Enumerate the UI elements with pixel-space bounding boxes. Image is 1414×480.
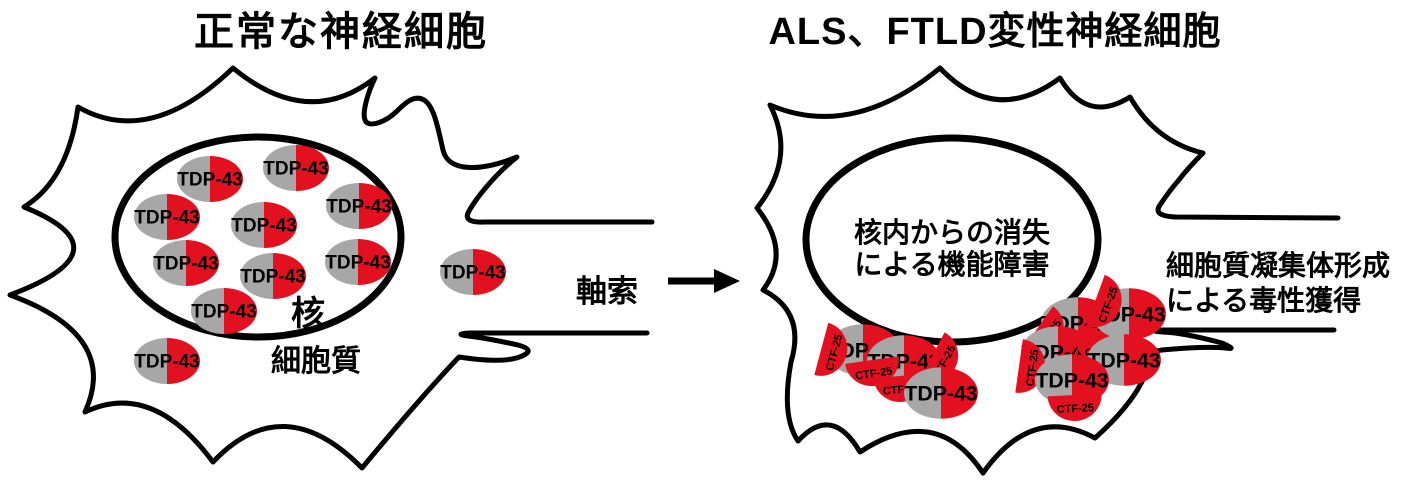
axon-proteins: TDP-43 [440, 249, 506, 295]
axon-label: 軸索 [576, 274, 638, 309]
aggregate-note-line1: 細胞質凝集体形成 [1166, 249, 1390, 281]
right-nucleus-text-line1: 核内からの消失 [854, 217, 1051, 248]
cytoplasm-label: 細胞質 [271, 345, 361, 378]
aggregate-annotation: 細胞質凝集体形成 による毒性獲得 [1166, 249, 1390, 316]
tdp43-protein-label: TDP-43 [191, 302, 256, 323]
left-cytoplasm-proteins: TDP-43 [134, 338, 200, 384]
tdp43-protein-label: TDP-43 [240, 267, 305, 288]
axon-region: TDP-43 軸索 [440, 249, 638, 309]
ctf25-fragment: CTF-25 [814, 322, 848, 376]
nucleus-label: 核 [291, 295, 325, 333]
aggregate-note-line2: による毒性獲得 [1166, 285, 1361, 316]
tdp43-protein-label: TDP-43 [177, 170, 242, 191]
right-title: ALS、FTLD変性神経細胞 [768, 10, 1221, 53]
tdp43-protein: TDP-43 [134, 194, 200, 240]
ctf25-fragment: CTF-25 [1086, 274, 1122, 328]
transition-arrow [668, 269, 740, 293]
tdp43-protein: TDP-43 [134, 338, 200, 384]
tdp43-protein-label: TDP-43 [326, 197, 391, 218]
tdp43-protein-label: TDP-43 [1035, 368, 1108, 392]
tdp43-protein: TDP-43 [177, 156, 243, 202]
tdp43-protein-label: TDP-43 [134, 208, 199, 229]
tdp43-protein: TDP-43 [191, 288, 257, 334]
tdp43-protein: TDP-43 [1035, 354, 1109, 406]
tdp43-protein-label: TDP-43 [904, 381, 977, 405]
tdp43-protein: TDP-43 [263, 145, 329, 191]
tdp43-protein-label: TDP-43 [153, 254, 218, 275]
ctf25-fragment-label: CTF-25 [1056, 402, 1094, 416]
arrow-head [714, 269, 740, 293]
aggregate-right: TDP-43TDP-43CTF-25CTF-25TDP-43CTF-25TDP-… [1015, 274, 1166, 421]
tdp43-protein: TDP-43 [325, 239, 391, 285]
right-nucleus-text-line2: による機能障害 [854, 248, 1049, 280]
tdp43-protein-label: TDP-43 [231, 216, 296, 237]
tdp43-protein-label: TDP-43 [134, 352, 199, 373]
ctf25-fragment: CTF-25 [1047, 393, 1102, 421]
tdp43-protein-label: TDP-43 [440, 263, 505, 284]
tdp43-protein-label: TDP-43 [263, 159, 328, 180]
tdp43-protein-label: TDP-43 [325, 253, 390, 274]
left-title: 正常な神経細胞 [194, 10, 488, 54]
tdp43-protein: TDP-43 [904, 367, 978, 419]
tdp43-protein: TDP-43 [440, 249, 506, 295]
tdp43-protein: TDP-43 [153, 240, 219, 286]
tdp43-protein: TDP-43 [326, 183, 392, 229]
tdp43-protein: TDP-43 [231, 202, 297, 248]
tdp43-protein: TDP-43 [240, 253, 306, 299]
